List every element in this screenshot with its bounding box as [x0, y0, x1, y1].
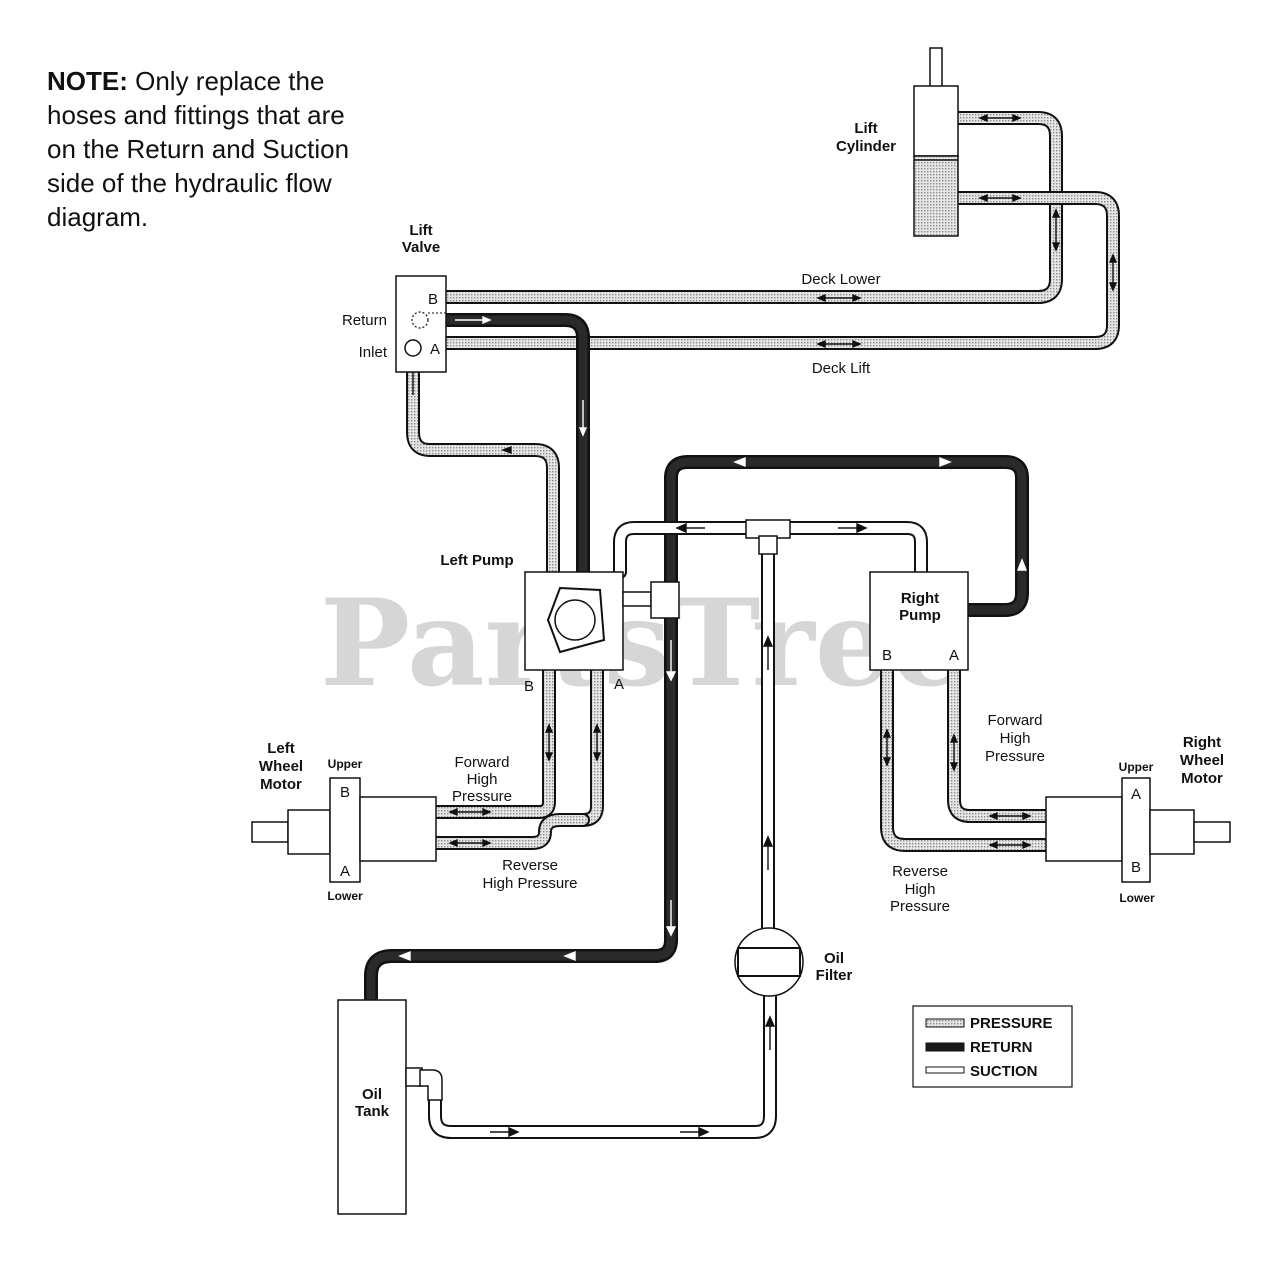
left-pump — [524, 571, 680, 671]
tee-fitting — [745, 519, 791, 555]
left-reverse-2: High Pressure — [482, 875, 577, 892]
legend-return: RETURN — [970, 1039, 1033, 1056]
right-forward-1: Forward — [987, 712, 1042, 729]
oil-filter-label-2: Filter — [816, 967, 853, 984]
lift-cylinder-label-1: Lift — [854, 120, 877, 137]
right-reverse-2: High — [905, 881, 936, 898]
lift-valve-label-2: Valve — [402, 239, 440, 256]
lift-cylinder — [913, 47, 959, 237]
lift-valve-port-a: A — [430, 341, 440, 358]
left-motor-port-a: A — [340, 863, 350, 880]
left-reverse-1: Reverse — [502, 857, 558, 874]
left-motor-port-b: B — [340, 784, 350, 801]
right-motor-port-b: B — [1131, 859, 1141, 876]
legend: PRESSURE RETURN SUCTION — [912, 1005, 1073, 1088]
right-motor-upper: Upper — [1119, 760, 1154, 774]
hose-inlet — [406, 339, 560, 579]
oil-filter-label-1: Oil — [824, 950, 844, 967]
right-wheel-motor-label-1: Right — [1183, 734, 1221, 751]
left-pump-port-a: A — [614, 676, 624, 693]
lift-cylinder-label-2: Cylinder — [836, 138, 896, 155]
left-wheel-motor-label-3: Motor — [260, 776, 302, 793]
inlet-label: Inlet — [359, 344, 388, 361]
right-pump-port-a: A — [949, 647, 959, 664]
flow-arrows — [398, 113, 1118, 1138]
legend-swatch-suction — [925, 1066, 965, 1074]
left-wheel-motor — [251, 777, 437, 883]
hose-right-forward — [947, 663, 1142, 823]
left-forward-2: High — [467, 771, 498, 788]
lift-valve — [395, 275, 447, 373]
right-pump-label-2: Pump — [899, 607, 941, 624]
lift-valve-label-1: Lift — [409, 222, 432, 239]
left-wheel-motor-label-2: Wheel — [259, 758, 303, 775]
oil-filter — [734, 927, 804, 997]
lift-valve-port-b: B — [428, 291, 438, 308]
legend-swatch-return — [925, 1042, 965, 1052]
left-forward-3: Pressure — [452, 788, 512, 805]
legend-pressure: PRESSURE — [970, 1015, 1053, 1032]
right-pump-label-1: Right — [901, 590, 939, 607]
left-motor-upper: Upper — [328, 757, 363, 771]
right-motor-port-a: A — [1131, 786, 1141, 803]
note-text: NOTE: Only replace the hoses and fitting… — [47, 64, 367, 234]
left-pump-port-b: B — [524, 678, 534, 695]
note-body: Only replace the hoses and fittings that… — [47, 66, 350, 232]
oil-tank — [337, 999, 443, 1215]
right-wheel-motor-label-2: Wheel — [1180, 752, 1224, 769]
hose-deck-lower — [440, 111, 1063, 304]
left-forward-1: Forward — [454, 754, 509, 771]
right-pump-port-b: B — [882, 647, 892, 664]
right-pump — [869, 571, 969, 671]
hose-tank-to-filter — [428, 978, 777, 1139]
left-pump-label: Left Pump — [440, 552, 513, 569]
legend-swatch-pressure — [925, 1018, 965, 1028]
deck-lower-label: Deck Lower — [801, 271, 880, 288]
right-wheel-motor-label-3: Motor — [1181, 770, 1223, 787]
return-hoses — [364, 313, 1029, 1007]
oil-tank-label-2: Tank — [355, 1103, 390, 1120]
deck-lift-label: Deck Lift — [812, 360, 871, 377]
left-motor-lower: Lower — [327, 889, 363, 903]
left-wheel-motor-label-1: Left — [267, 740, 295, 757]
return-label: Return — [342, 312, 387, 329]
oil-tank-label-1: Oil — [362, 1086, 382, 1103]
right-forward-2: High — [1000, 730, 1031, 747]
note-prefix: NOTE: — [47, 66, 128, 96]
legend-suction: SUCTION — [970, 1063, 1038, 1080]
right-reverse-1: Reverse — [892, 863, 948, 880]
right-wheel-motor — [1045, 777, 1231, 883]
right-forward-3: Pressure — [985, 748, 1045, 765]
right-reverse-3: Pressure — [890, 898, 950, 915]
right-motor-lower: Lower — [1119, 891, 1155, 905]
